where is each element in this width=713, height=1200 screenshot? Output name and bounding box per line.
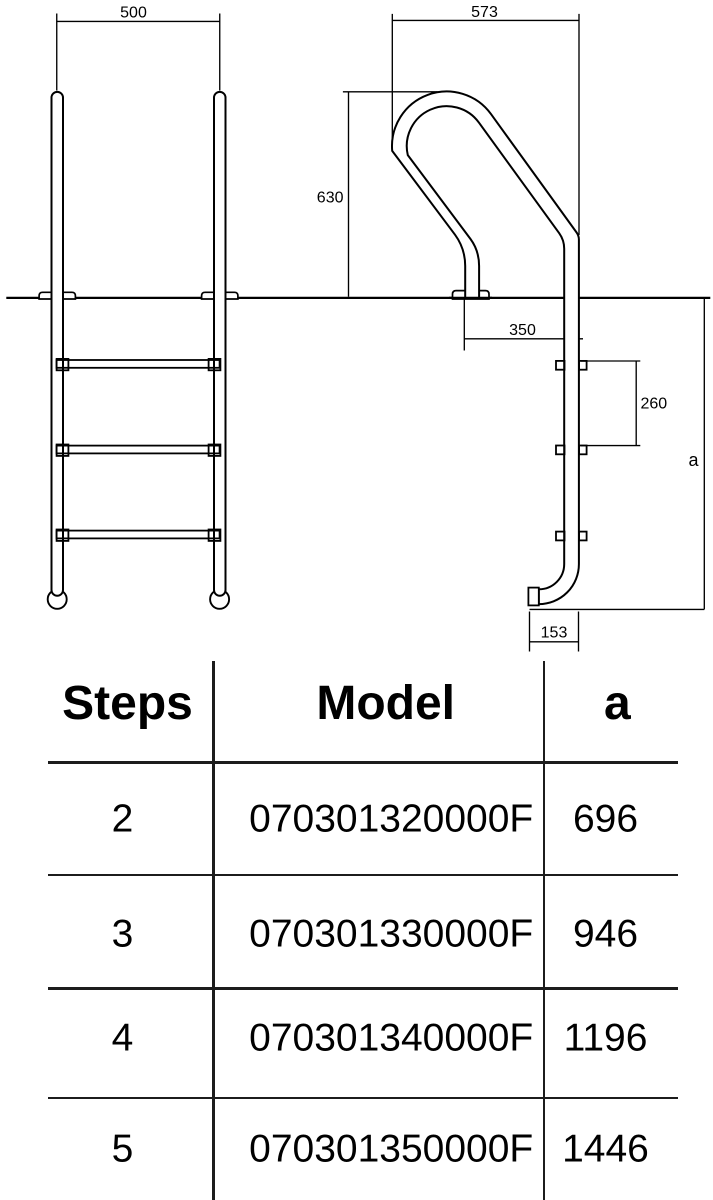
handrail-tube-outline [391,90,580,606]
step-clamp-right [207,357,222,372]
step-stub-left [555,444,566,456]
table-row-line-2 [47,874,678,877]
side-step-stub-3 [555,530,588,542]
step-clamp-right [207,443,222,457]
step-stub-right [578,359,588,371]
table-row-line-1 [47,761,678,764]
front-step-3 [55,528,222,542]
dim-handrail-reach-label: 573 [471,4,498,21]
table-header-model: Model [316,676,456,730]
cell-model: 070301320000F [249,797,534,841]
dim-handrail-reach: 573 [391,4,580,235]
dim-bottom-bend-label: 153 [541,625,568,642]
step-clamp-left [55,528,70,542]
cell-a: 1196 [563,1016,648,1059]
cell-steps: 5 [111,1127,134,1170]
step-stub-right [578,444,588,456]
cell-model: 070301340000F [249,1016,534,1059]
front-step-2 [55,443,222,457]
table-header-a: a [603,676,631,730]
cell-a: 1446 [562,1127,649,1170]
step-stub-left [555,359,566,371]
step-stub-right [578,530,588,542]
cell-model: 070301350000F [249,1127,534,1170]
table-column-line-2 [542,661,545,1200]
dim-handrail-height-label: 630 [317,189,344,206]
step-clamp-right [207,528,222,542]
cell-steps: 2 [111,797,134,841]
dim-handrail-height: 630 [317,91,438,297]
front-step-1 [55,357,222,372]
step-stub-left [555,530,566,542]
step-bar [55,359,221,369]
cell-steps: 3 [111,912,134,956]
dim-bottom-bend: 153 [528,611,580,652]
dim-rail-spacing: 500 [56,5,221,91]
side-step-stub-1 [555,359,588,371]
side-step-stub-2 [555,444,588,456]
dim-step-spacing: 260 [581,360,668,447]
side-tube-end-cap [527,586,540,607]
step-bar [55,444,221,455]
ladder-diagram: 500 573 630 350 a 153 [6,4,711,652]
dim-step-spacing-label: 260 [641,396,668,413]
step-bar [55,529,221,540]
cell-a: 946 [572,912,639,956]
cell-steps: 4 [111,1016,134,1059]
table-column-line-1 [212,661,215,1200]
side-handrail-tube [391,90,580,606]
front-view [38,90,239,610]
table-row-line-3 [47,987,678,990]
step-clamp-left [55,357,70,372]
table-header-steps: Steps [62,676,193,730]
dim-depth-a: a [529,298,705,611]
cell-model: 070301330000F [249,912,534,956]
dim-deck-offset-label: 350 [509,322,536,339]
dim-rail-spacing-label: 500 [120,5,147,22]
table-row-line-4 [47,1096,678,1100]
dim-depth-a-label: a [688,450,699,470]
cell-a: 696 [572,797,639,841]
side-view [391,90,588,607]
step-clamp-left [55,443,70,457]
